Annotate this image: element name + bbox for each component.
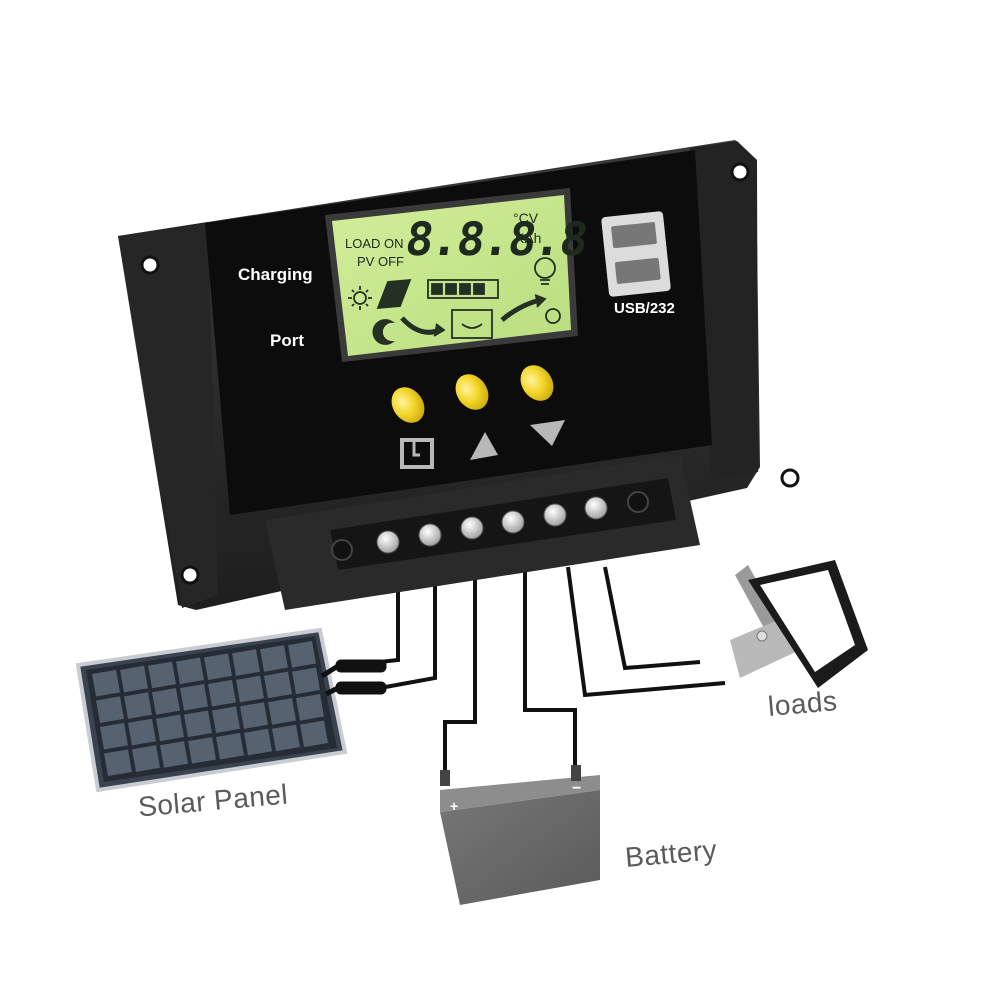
battery-plus-label: +: [450, 798, 459, 814]
solar-cell: [152, 688, 180, 715]
solar-cell: [148, 661, 176, 689]
terminal-screw: [584, 496, 608, 520]
up-arrow-icon: [470, 432, 498, 460]
load-wire-1: [566, 566, 726, 698]
solar-cell: [184, 710, 212, 738]
mode-button: [391, 387, 425, 423]
port-label: Port: [270, 331, 304, 350]
usb-label: USB/232: [614, 300, 675, 317]
solar-panel: [75, 627, 387, 793]
solar-wire-negative: [379, 567, 437, 690]
usb-port-top: [611, 222, 657, 249]
solar-cell: [296, 694, 324, 721]
load-wire-2: [603, 566, 701, 671]
terminal-screw: [376, 530, 400, 554]
solar-cell: [132, 745, 160, 772]
solar-cell: [240, 702, 268, 729]
solar-cell: [208, 679, 236, 707]
lcd-unit-bottom: KAh: [515, 230, 542, 246]
solar-cell: [96, 696, 124, 723]
mount-hole-top-left: [140, 255, 160, 275]
battery-terminal-positive: [440, 770, 450, 786]
sun-icon: [348, 286, 372, 310]
solar-cell: [212, 706, 240, 733]
solar-cell: [156, 714, 184, 742]
solar-cell: [272, 724, 300, 752]
solar-cell: [100, 722, 128, 750]
solar-cell: [292, 667, 320, 695]
solar-cell: [92, 669, 120, 697]
lcd-pv-off: PV OFF: [357, 254, 404, 269]
usb-ports: [601, 211, 671, 297]
battery-terminal-negative: [571, 765, 581, 781]
solar-cell: [288, 641, 316, 668]
solar-cell: [124, 692, 152, 719]
solar-cell: [216, 732, 244, 760]
clock-icon: [545, 308, 561, 324]
down-arrow-icon: [530, 420, 565, 446]
terminal-screw: [418, 523, 442, 547]
loads-caption: loads: [766, 685, 839, 722]
solar-cell: [188, 737, 216, 764]
lcd-icons: [348, 257, 561, 345]
mount-hole-bottom-right: [780, 468, 800, 488]
charge-controller: [118, 140, 800, 610]
battery-wire-negative: [523, 567, 577, 775]
up-button: [455, 374, 489, 410]
charging-label: Charging: [238, 265, 313, 284]
wires: [379, 566, 726, 775]
solar-cell: [300, 720, 328, 748]
terminal-knob-left: [331, 539, 353, 561]
battery-wire-positive: [443, 567, 477, 775]
solar-cell: [268, 698, 296, 725]
terminal-screw: [501, 510, 525, 534]
lcd-digits: 8.8.8.8: [402, 212, 590, 266]
down-button: [520, 365, 554, 401]
battery-minus-label: −: [572, 780, 582, 797]
terminal-knob-right: [627, 491, 649, 513]
solar-cell-icon: [376, 278, 412, 310]
solar-cell: [104, 749, 132, 776]
mount-hole-top-right: [730, 162, 750, 182]
solar-cell: [264, 671, 292, 699]
battery: [440, 765, 600, 905]
solar-cell: [260, 645, 288, 672]
lcd-load-on: LOAD ON: [345, 236, 404, 251]
solar-cell: [180, 684, 208, 711]
moon-icon: [372, 319, 395, 345]
solar-wire-positive: [379, 567, 400, 664]
terminal-screw: [460, 516, 484, 540]
terminal-screw: [543, 503, 567, 527]
usb-port-bottom: [614, 257, 661, 284]
battery-level-icon: [427, 279, 499, 299]
mode-square-icon: [400, 438, 434, 469]
mount-hole-bottom-left: [180, 565, 200, 585]
solar-cell: [232, 649, 260, 676]
lcd-unit-top: °CV: [513, 210, 539, 226]
floodlight-load: [730, 560, 868, 688]
solar-cell: [160, 741, 188, 768]
battery-face-icon: [451, 309, 493, 339]
solar-cell: [244, 728, 272, 756]
terminal-screws: [331, 491, 649, 561]
mc4-connectors: [320, 659, 387, 697]
solar-cell: [128, 718, 156, 746]
bulb-icon: [534, 257, 556, 285]
solar-cell: [176, 657, 204, 685]
solar-cell: [236, 675, 264, 703]
solar-cell: [120, 665, 148, 693]
solar-cell: [204, 653, 232, 680]
